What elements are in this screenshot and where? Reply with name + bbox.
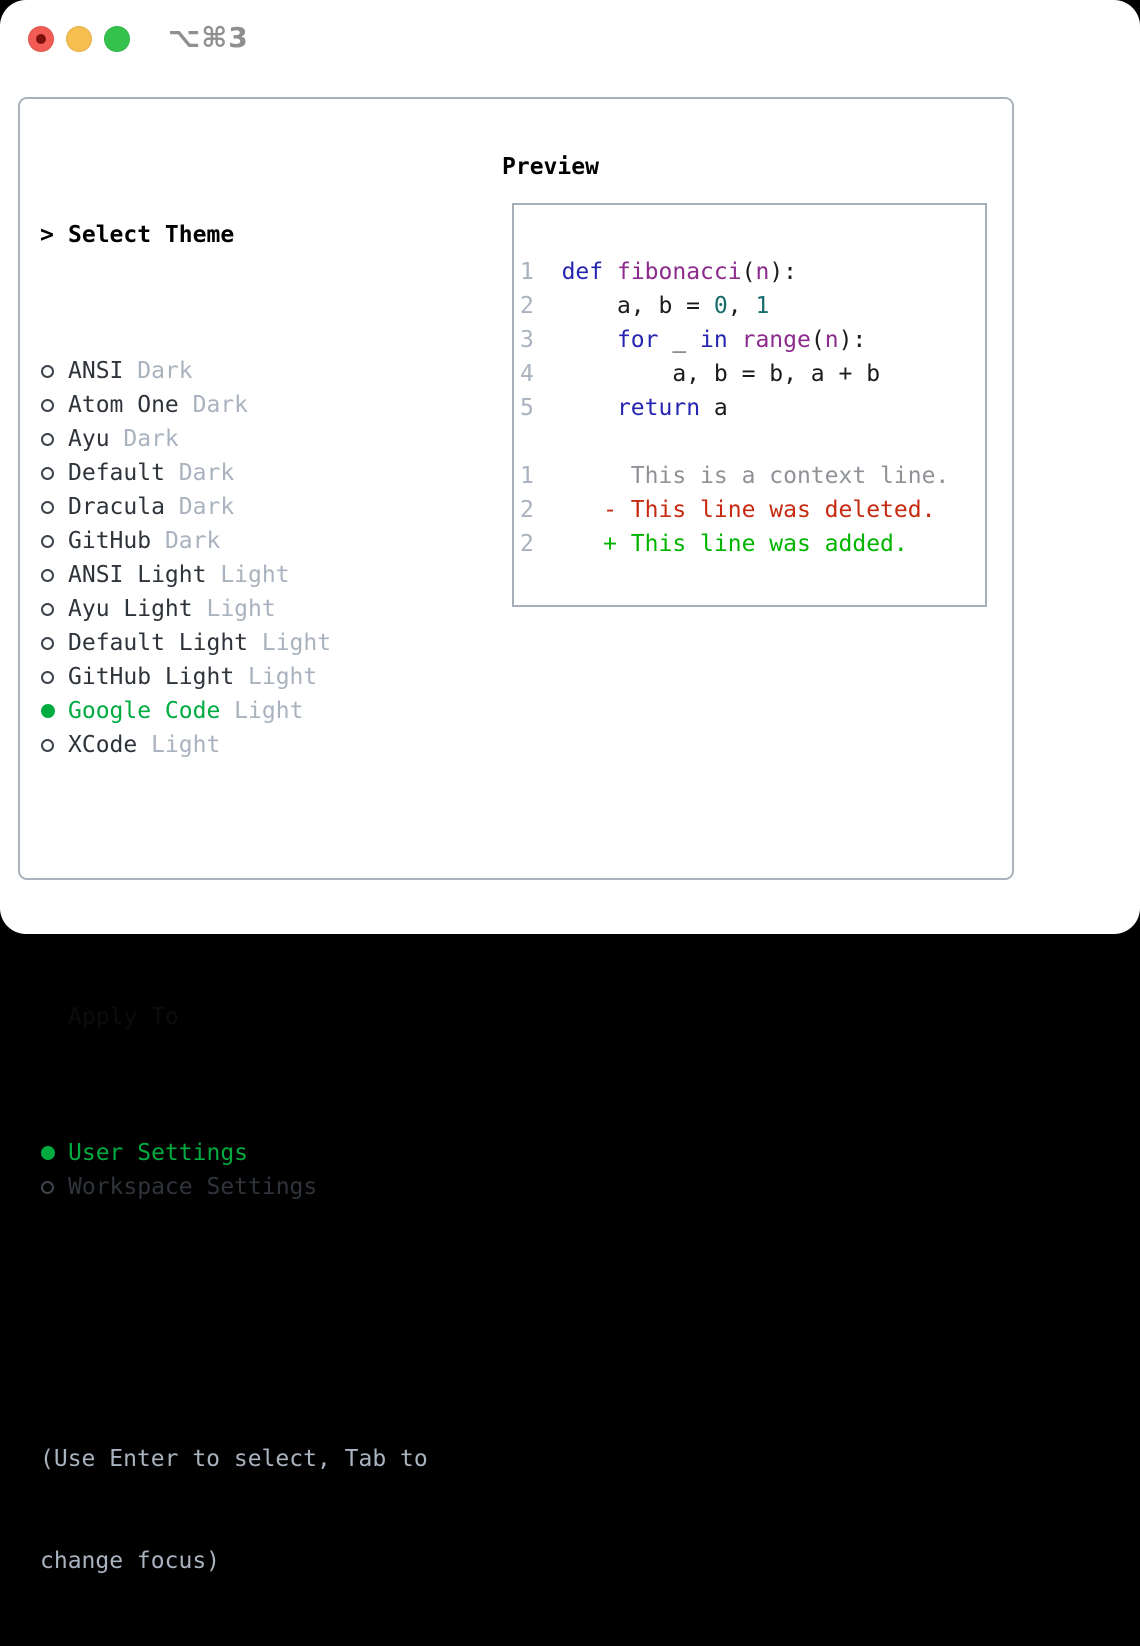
radio-unselected-icon [40,602,68,616]
radio-unselected-icon [40,636,68,650]
theme-item[interactable]: Default Dark [40,456,428,490]
code-line: 1 This is a context line. [520,463,950,489]
radio-selected-icon [40,704,68,718]
code-line: 3 for _ in range(n): [520,327,867,353]
item-variant-label: Light [206,562,290,588]
item-label: Dracula [68,494,165,520]
item-variant-label: Dark [164,460,235,486]
item-label: ANSI Light [68,562,207,588]
theme-list-header: > Select Theme [40,218,428,252]
radio-unselected-icon [40,568,68,582]
theme-item[interactable]: Atom One Dark [40,388,428,422]
radio-unselected-icon [40,432,68,446]
radio-selected-icon [40,1146,68,1160]
code-line [520,425,985,459]
radio-unselected-icon [40,1180,68,1194]
preview-box: 1 def fibonacci(n): 2 a, b = 0, 1 3 for _ … [512,203,987,607]
window-shortcut-label: ⌥⌘3 [168,21,249,54]
theme-item[interactable]: GitHub Dark [40,524,428,558]
item-variant-label: Light [248,630,332,656]
code-line: 2 + This line was added. [520,531,908,557]
item-variant-label: Dark [151,528,221,554]
theme-item[interactable]: Dracula Dark [40,490,428,524]
close-button-icon[interactable] [28,26,54,52]
radio-unselected-icon [40,500,68,514]
apply-option[interactable]: Workspace Settings [40,1170,428,1204]
zoom-button-icon[interactable] [104,26,130,52]
apply-to-title: Apply To [68,1004,179,1030]
item-label: Workspace Settings [68,1174,318,1200]
apply-option[interactable]: User Settings [40,1136,428,1170]
item-label: Atom One [68,392,179,418]
radio-unselected-icon [40,364,68,378]
spacer [40,864,428,898]
item-label: Default Light [68,630,249,656]
item-label: XCode [68,732,138,758]
minimize-button-icon[interactable] [66,26,92,52]
item-variant-label: Light [234,664,318,690]
theme-item[interactable]: Ayu Light Light [40,592,428,626]
preview-title: Preview [502,154,599,180]
spacer [40,1306,428,1340]
selection-caret: > [40,222,54,248]
theme-item[interactable]: Google Code Light [40,694,428,728]
item-label: Default [68,460,165,486]
code-line: 4 a, b = b, a + b [520,361,881,387]
apply-to-header: Apply To [40,1000,428,1034]
code-line: 5 return a [520,395,728,421]
code-line: 1 def fibonacci(n): [520,259,798,285]
theme-item[interactable]: XCode Light [40,728,428,762]
item-variant-label: Light [192,596,276,622]
item-label: Google Code [68,698,221,724]
item-variant-label: Dark [164,494,235,520]
theme-item[interactable]: GitHub Light Light [40,660,428,694]
radio-unselected-icon [40,738,68,752]
item-label: Ayu [68,426,110,452]
radio-unselected-icon [40,534,68,548]
hint-line-2: change focus) [40,1548,221,1574]
code-line: 2 a, b = 0, 1 [520,293,770,319]
theme-list-title: Select Theme [68,222,235,248]
close-dot-icon [36,34,46,44]
item-variant-label: Dark [178,392,249,418]
item-variant-label: Light [220,698,304,724]
hint-line-1: (Use Enter to select, Tab to [40,1446,428,1472]
radio-unselected-icon [40,466,68,480]
item-variant-label: Dark [123,358,193,384]
item-variant-label: Dark [109,426,179,452]
item-label: User Settings [68,1140,249,1166]
radio-unselected-icon [40,398,68,412]
theme-item[interactable]: Default Light Light [40,626,428,660]
theme-item[interactable]: ANSI Light Light [40,558,428,592]
item-label: ANSI [68,358,124,384]
item-label: GitHub [68,528,152,554]
item-label: Ayu Light [68,596,193,622]
radio-unselected-icon [40,670,68,684]
window-titlebar [28,25,142,53]
code-line: 2 - This line was deleted. [520,497,936,523]
item-variant-label: Light [137,732,221,758]
code-preview: 1 def fibonacci(n): 2 a, b = 0, 1 3 for _ … [514,205,985,561]
theme-item[interactable]: ANSI Dark [40,354,428,388]
item-label: GitHub Light [68,664,235,690]
theme-item[interactable]: Ayu Dark [40,422,428,456]
